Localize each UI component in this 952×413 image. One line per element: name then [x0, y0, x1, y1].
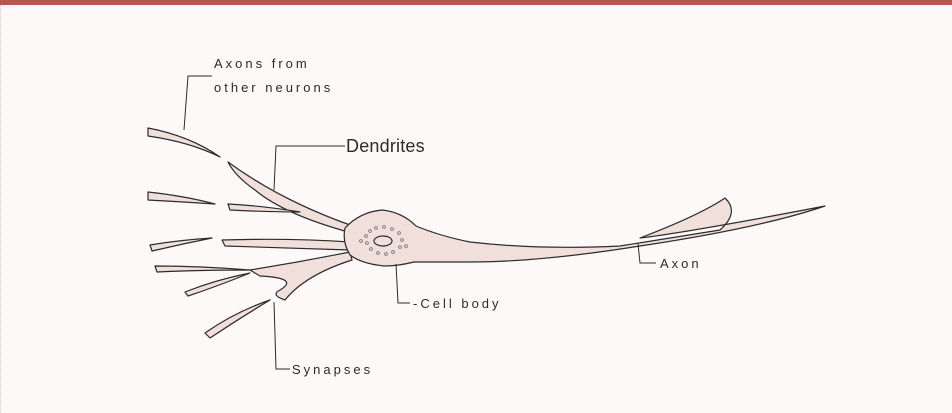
label-axons-from-other-neurons: Axons from other neurons: [214, 52, 333, 100]
label-axons-from-line2: other neurons: [214, 76, 333, 100]
incoming-axon-6: [205, 300, 270, 338]
dendrite-middle: [222, 239, 350, 250]
incoming-axon-2: [148, 192, 215, 204]
neuron-outline: [222, 162, 825, 300]
leader-cell-body: [396, 264, 410, 303]
label-axon: Axon: [660, 252, 702, 276]
leader-axon: [638, 244, 656, 263]
label-cell-body: -Cell body: [413, 292, 502, 316]
dendrite-lower: [250, 252, 352, 300]
incoming-axon-terminals: [148, 128, 270, 338]
leader-axons-from: [184, 76, 212, 130]
incoming-axon-5: [185, 273, 250, 296]
incoming-axon-4: [155, 266, 250, 272]
label-synapses: Synapses: [292, 358, 373, 382]
dendrite-upper: [228, 162, 352, 233]
leader-synapses: [274, 302, 290, 369]
label-dendrites: Dendrites: [346, 136, 425, 157]
incoming-axon-1: [148, 128, 220, 157]
incoming-axon-3: [150, 238, 212, 251]
leader-dendrites: [274, 146, 345, 190]
label-leaders: [184, 76, 656, 369]
label-axons-from-line1: Axons from: [214, 52, 333, 76]
cell-body: [344, 198, 825, 266]
